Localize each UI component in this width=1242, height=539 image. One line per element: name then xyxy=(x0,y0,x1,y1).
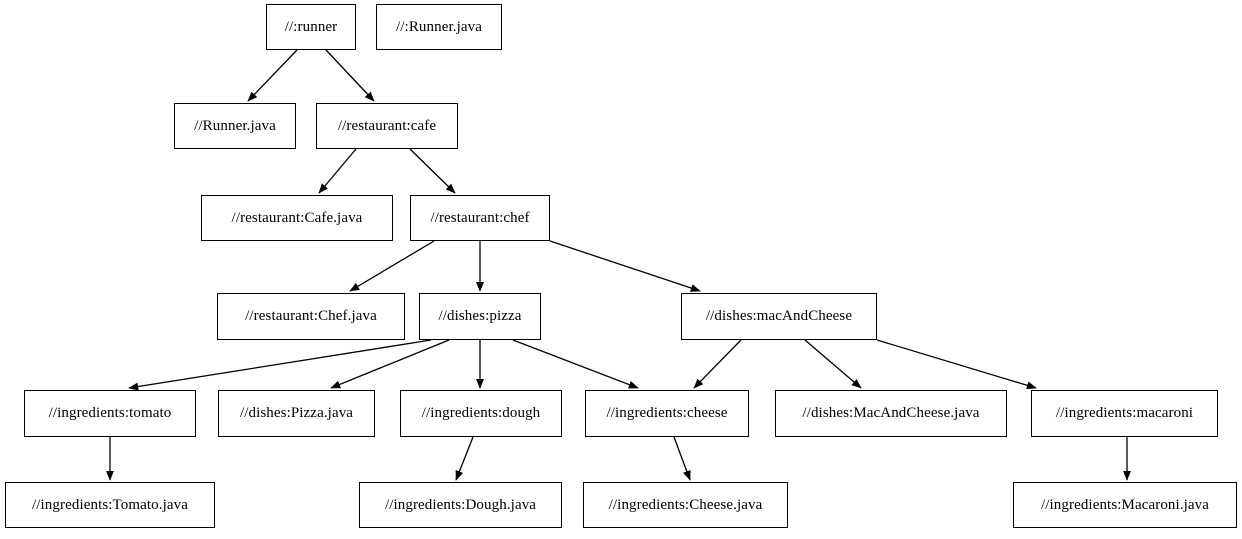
graph-node-label: //ingredients:cheese xyxy=(606,405,728,421)
graph-node-restaurant_cafe[interactable]: //restaurant:cafe xyxy=(316,103,458,149)
graph-node-label: //ingredients:dough xyxy=(421,405,541,421)
graph-node-label: //ingredients:macaroni xyxy=(1055,405,1194,421)
graph-node-label: //restaurant:cafe xyxy=(337,117,437,134)
graph-node-runner_java[interactable]: //Runner.java xyxy=(174,103,296,149)
graph-node-ingredients_dough_java[interactable]: //ingredients:Dough.java xyxy=(359,482,562,528)
graph-node-restaurant_chef[interactable]: //restaurant:chef xyxy=(410,195,550,241)
graph-node-ingredients_tomato_java[interactable]: //ingredients:Tomato.java xyxy=(5,482,215,528)
graph-node-root_runner_java[interactable]: //:Runner.java xyxy=(376,4,502,50)
graph-node-ingredients_macaroni[interactable]: //ingredients:macaroni xyxy=(1031,390,1218,437)
graph-node-label: //dishes:MacAndCheese.java xyxy=(802,405,980,421)
graph-node-label: //restaurant:Chef.java xyxy=(245,308,377,324)
graph-node-label: //Runner.java xyxy=(194,117,276,134)
graph-node-dishes_pizza_java[interactable]: //dishes:Pizza.java xyxy=(218,390,375,437)
graph-node-ingredients_macaroni_java[interactable]: //ingredients:Macaroni.java xyxy=(1013,482,1237,528)
graph-node-ingredients_cheese[interactable]: //ingredients:cheese xyxy=(585,390,749,437)
graph-node-label: //dishes:pizza xyxy=(438,308,522,324)
graph-node-label: //ingredients:Cheese.java xyxy=(608,496,763,513)
graph-node-label: //ingredients:Dough.java xyxy=(384,496,537,513)
graph-node-label: //dishes:macAndCheese xyxy=(705,308,853,324)
graph-node-label: //ingredients:tomato xyxy=(48,405,172,421)
graph-node-dishes_macandcheese_java[interactable]: //dishes:MacAndCheese.java xyxy=(775,390,1007,437)
graph-node-restaurant_cafe_java[interactable]: //restaurant:Cafe.java xyxy=(201,195,393,241)
graph-node-runner[interactable]: //:runner xyxy=(266,4,356,50)
graph-node-label: //restaurant:Cafe.java xyxy=(231,209,363,226)
graph-node-label: //ingredients:Tomato.java xyxy=(32,496,188,513)
graph-node-dishes_pizza[interactable]: //dishes:pizza xyxy=(419,293,541,340)
graph-node-ingredients_tomato[interactable]: //ingredients:tomato xyxy=(24,390,196,437)
graph-node-restaurant_chef_java[interactable]: //restaurant:Chef.java xyxy=(217,293,405,340)
graph-node-ingredients_dough[interactable]: //ingredients:dough xyxy=(400,390,562,437)
graph-node-label: //:Runner.java xyxy=(396,18,482,35)
graph-node-label: //dishes:Pizza.java xyxy=(239,405,354,421)
graph-node-ingredients_cheese_java[interactable]: //ingredients:Cheese.java xyxy=(583,482,788,528)
graph-node-label: //ingredients:Macaroni.java xyxy=(1040,496,1210,513)
graph-node-dishes_macandcheese[interactable]: //dishes:macAndCheese xyxy=(681,293,877,340)
graph-node-label: //restaurant:chef xyxy=(430,209,530,226)
graph-node-label: //:runner xyxy=(284,18,338,35)
